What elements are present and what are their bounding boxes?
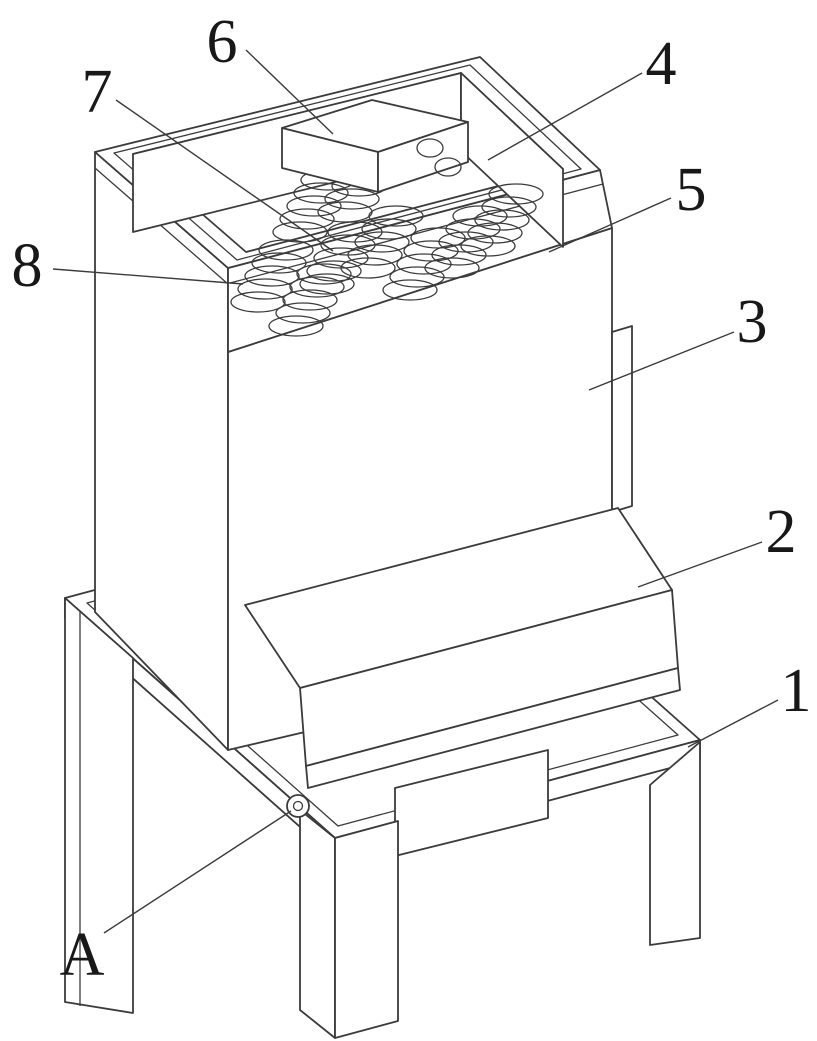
spring-coil — [237, 278, 293, 300]
label-6: 6 — [207, 8, 238, 76]
spring-4 — [340, 205, 424, 279]
spring-coil — [272, 221, 328, 243]
label-3: 3 — [737, 288, 768, 356]
label-7: 7 — [82, 58, 113, 126]
spring-assembly — [230, 149, 544, 337]
base-leg-front-left-face — [299, 809, 336, 1039]
label-A: A — [60, 921, 105, 989]
spring-coil — [431, 244, 487, 266]
label-5: 5 — [676, 156, 707, 224]
base-leg-left — [64, 597, 134, 1014]
leader-line-2 — [637, 541, 763, 588]
body-left-rim-seam — [94, 167, 229, 285]
body-rear-panel-edge — [611, 325, 633, 513]
top-box — [281, 99, 469, 193]
label-2: 2 — [766, 498, 797, 566]
spring-coil — [296, 263, 352, 285]
label-1: 1 — [781, 657, 812, 725]
spring-7 — [460, 183, 544, 257]
top-box-right-face — [377, 121, 469, 193]
spring-coil — [230, 291, 286, 313]
spring-coil — [474, 209, 530, 231]
leader-line-1 — [687, 699, 779, 748]
leader-line-7 — [115, 99, 334, 252]
spring-coil — [293, 182, 349, 204]
spring-coil — [361, 218, 417, 240]
spring-coil — [306, 260, 362, 282]
label-8: 8 — [12, 232, 43, 300]
leader-line-5 — [548, 197, 672, 253]
leader-line-A — [103, 810, 292, 934]
spring-coil — [324, 188, 380, 210]
detail-circle-outer — [286, 794, 310, 818]
spring-coil — [488, 183, 544, 205]
spring-coil — [299, 273, 355, 295]
spring-coil — [279, 208, 335, 230]
spring-coil — [354, 231, 410, 253]
spring-coil — [347, 244, 403, 266]
spring-coil — [467, 222, 523, 244]
chute-bottom-lip — [305, 667, 681, 789]
detail-marker-a — [286, 794, 310, 818]
top-fastener-2 — [434, 157, 462, 177]
reference-labels: 6 7 4 5 8 3 2 1A — [12, 8, 812, 989]
spring-coil — [460, 235, 516, 257]
leader-line-4 — [487, 72, 643, 161]
spring-coil — [286, 195, 342, 217]
spring-coil — [244, 265, 300, 287]
base-leg-front-right-face — [334, 820, 399, 1039]
spring-coil — [268, 315, 324, 337]
spring-2 — [268, 263, 352, 337]
base-leg-right — [649, 741, 701, 946]
label-4: 4 — [646, 30, 677, 98]
discharge-chute — [244, 507, 681, 789]
spring-coil — [289, 276, 345, 298]
spring-coil — [424, 257, 480, 279]
top-fastener-1 — [416, 138, 444, 158]
leader-line-8 — [52, 268, 244, 285]
spring-coil — [317, 201, 373, 223]
spring-coil — [275, 302, 331, 324]
spring-coil — [340, 257, 396, 279]
spring-coil — [382, 279, 438, 301]
top-face-mid-rim — [113, 64, 582, 261]
spring-coil — [282, 289, 338, 311]
spring-coil — [481, 196, 537, 218]
leader-line-3 — [588, 331, 735, 391]
detail-circle-inner — [292, 800, 304, 812]
spring-6 — [424, 205, 508, 279]
leader-line-6 — [245, 49, 334, 135]
spring-coil — [251, 252, 307, 274]
